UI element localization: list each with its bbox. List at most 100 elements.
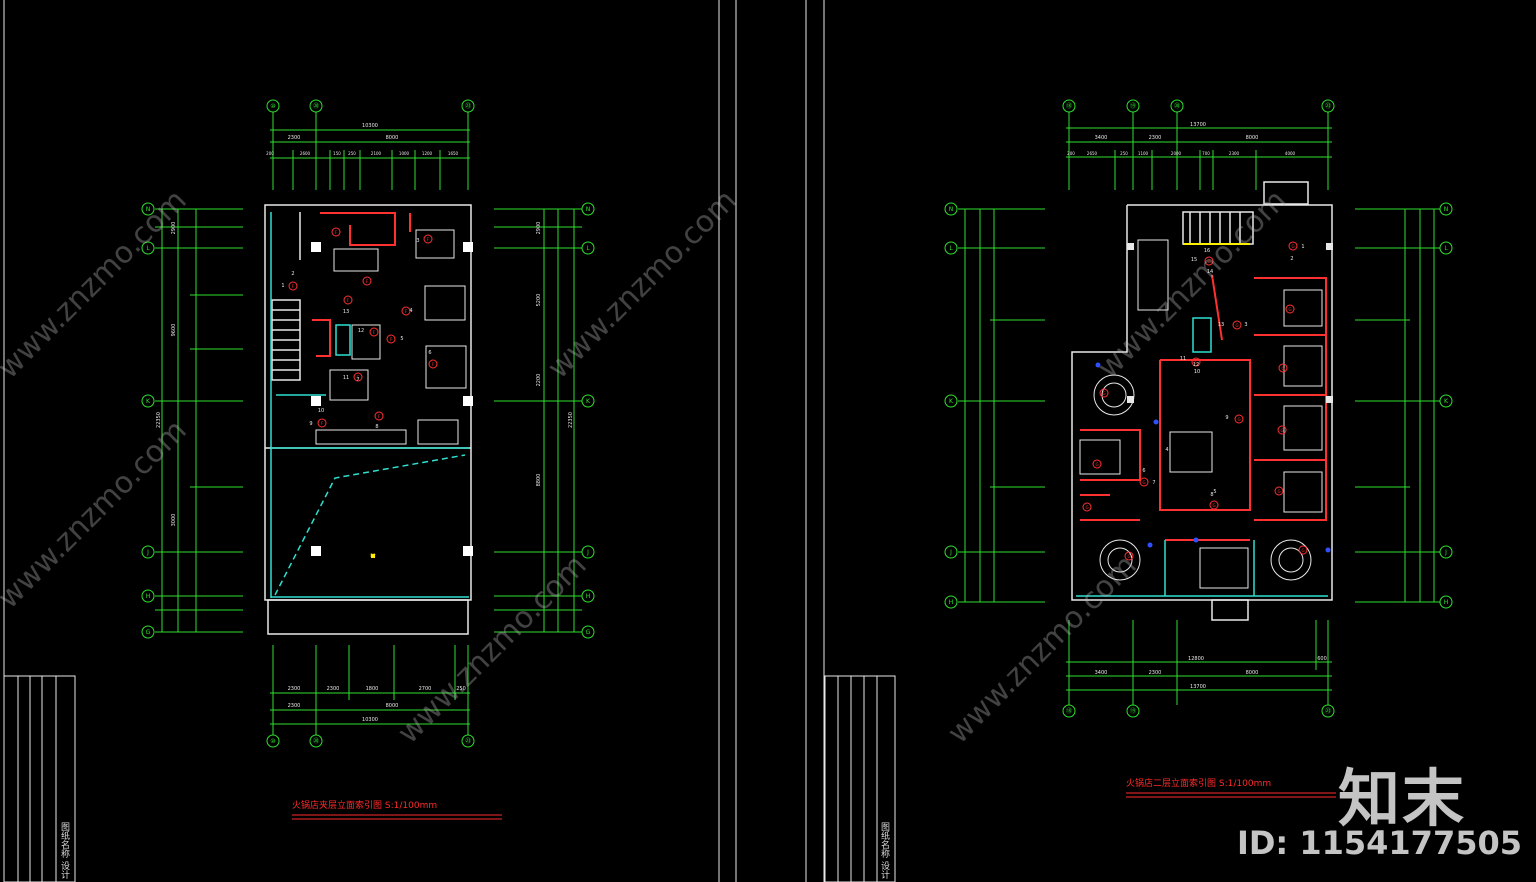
plan1-axis-top-2: ㉓ [465, 102, 471, 110]
plan2-top-dim-2: 8000 [1246, 135, 1259, 141]
plan1-room-number-3: 4 [409, 308, 412, 314]
plan2-top-sub-dim-3: 1100 [1138, 151, 1149, 156]
plan2-caption-title: 火锅店二层立面索引图 [1126, 779, 1217, 789]
plan2-index-letter-9: G [1280, 428, 1283, 433]
plan2-index-letter-11: G [1301, 548, 1304, 553]
plan1-top-sub-dim-7: 1650 [448, 151, 459, 156]
plan1-room-number-6: 7 [356, 377, 359, 383]
plan2-caption-scale: S:1/100mm [1218, 779, 1272, 789]
plan2-top-sub-dim-1: 2650 [1087, 151, 1098, 156]
plan2-dimension-lines [958, 112, 1440, 705]
caption-underlines [292, 792, 1336, 820]
plan1-dimension-lines [155, 112, 582, 735]
plan1-room-number-10: 11 [343, 375, 349, 381]
plan2-index-letter-1: G [1207, 259, 1210, 264]
plan2-axis-left-2: K [949, 398, 954, 405]
plan1-yellow-mark [371, 554, 375, 558]
plan2-top-sub-dim-0: 200 [1067, 151, 1075, 156]
plan2-axis-right-2: K [1444, 398, 1449, 405]
plan1-top-sub-dim-4: 2100 [371, 151, 382, 156]
plan2-index-letter-13: G [1102, 391, 1105, 396]
plan2-room-number-14: 15 [1191, 257, 1197, 263]
plan2-room-number-12: 13 [1218, 322, 1224, 328]
plan2-axis-bottom-1: ⑲ [1130, 707, 1136, 715]
plan1-axis-right-1: L [586, 245, 590, 252]
plan2-bottom-overall: 13700 [1190, 684, 1206, 690]
plan1-index-letter-5: F [390, 337, 393, 342]
plan2-index-letter-12: G [1127, 554, 1130, 559]
plan2-axis-top-3: ㉓ [1325, 102, 1331, 110]
plan1-axis-right-4: H [586, 593, 591, 600]
plan1-bottom-overall: 10300 [362, 717, 378, 723]
plan1-axis-left-5: G [146, 629, 151, 636]
plan2-room-number-15: 16 [1204, 248, 1210, 254]
plan2-room-number-8: 9 [1225, 415, 1228, 421]
plan1-furniture [315, 229, 467, 445]
plan1-room-number-9: 10 [318, 408, 324, 414]
plan1-top-overall: 10300 [362, 123, 378, 129]
plan1-left-dim-1: 9600 [171, 324, 177, 337]
plan1-index-markers [288, 227, 438, 428]
plan1-room-number-11: 12 [358, 328, 364, 334]
plan1-top-sub-dim-1: 2600 [300, 151, 311, 156]
plan1-room-number-8: 9 [309, 421, 312, 427]
plan1-index-letter-9: F [321, 421, 324, 426]
plan1-top-sub-dim-2: 150 [333, 151, 341, 156]
plan1-axis-top-0: ⑩ [270, 103, 275, 110]
plan2-room-number-11: 12 [1193, 362, 1199, 368]
plan1-room-number-5: 6 [428, 350, 431, 356]
plan1-room-number-0: 1 [281, 283, 284, 289]
plan1-right-dim-2: 2200 [536, 374, 542, 387]
plan1-index-letter-6: F [432, 362, 435, 367]
plan2-top-overall: 13700 [1190, 122, 1206, 128]
plan1-bottom-dim-4: 250 [456, 686, 466, 692]
plan1-axis-left-2: K [146, 398, 151, 405]
plan2-top-sub-dim-2: 250 [1120, 151, 1128, 156]
plan1-index-letter-8: F [378, 414, 381, 419]
title-block-right [824, 675, 896, 882]
plan2-top-sub-dim-4: 2000 [1171, 151, 1182, 156]
plan1-axis-right-5: G [586, 629, 591, 636]
plan1-bottom-dim-3: 2700 [419, 686, 432, 692]
plan2-axis-right-1: L [1444, 245, 1448, 252]
plan1-index-letter-3: F [405, 309, 408, 314]
plan1-right-dim-4: 22350 [568, 412, 574, 428]
plan1-top-sub-dim-3: 250 [348, 151, 356, 156]
plan2-room-number-13: 14 [1207, 269, 1213, 275]
watermark-5: www.znzmo.com [941, 548, 1144, 751]
plan2-top-sub-dim-7: 4000 [1285, 151, 1296, 156]
plan2-index-letter-15: G [1085, 505, 1088, 510]
plan2-index-letter-2: G [1235, 323, 1238, 328]
plan1-room-number-1: 2 [291, 271, 294, 277]
plan2-index-letter-0: G [1291, 244, 1294, 249]
plan2-axis-bottom-2: ㉓ [1325, 707, 1331, 715]
plan1-top-sub-dim-5: 1000 [399, 151, 410, 156]
plan2-axis-top-1: ⑲ [1130, 102, 1136, 110]
plan1-index-letter-10: F [292, 284, 295, 289]
plan1-caption-scale: S:1/100mm [384, 801, 438, 811]
plan2-axis-left-1: L [949, 245, 953, 252]
plan1-void-label: R2 [370, 553, 376, 558]
plan1-index-letter-11: F [427, 237, 430, 242]
plan2-room-number-7: 8 [1210, 492, 1213, 498]
watermark-1: www.znzmo.com [0, 183, 194, 386]
title-block-right-text: 图纸名称 设计 [879, 822, 889, 879]
plan2-axis-left-4: H [949, 599, 954, 606]
plan1-top-dim-0: 2300 [288, 135, 301, 141]
plan1-top-dim-1: 8000 [386, 135, 399, 141]
plan1-left-dim-3: 22350 [156, 412, 162, 428]
plan2-round-tables [1093, 374, 1312, 581]
plan2-red-walls [1080, 274, 1327, 541]
plan2-room-number-6: 7 [1152, 480, 1155, 486]
plan1-cyan-lines [270, 212, 469, 598]
plan2-top-dim-1: 2300 [1149, 135, 1162, 141]
plan2-room-number-4: 5 [1213, 489, 1216, 495]
plan2-room-number-5: 6 [1142, 468, 1145, 474]
plan2-furniture [1079, 239, 1323, 589]
plan2-bottom-dim-1: 600 [1317, 656, 1327, 662]
plan2-axis-left-3: J [949, 549, 952, 556]
plan2-axis-bottom-0: ⑱ [1066, 707, 1072, 715]
plan2-columns [1127, 243, 1333, 403]
plan2-bottom-dim-0: 12800 [1188, 656, 1204, 662]
plan2-room-number-2: 3 [1244, 322, 1247, 328]
